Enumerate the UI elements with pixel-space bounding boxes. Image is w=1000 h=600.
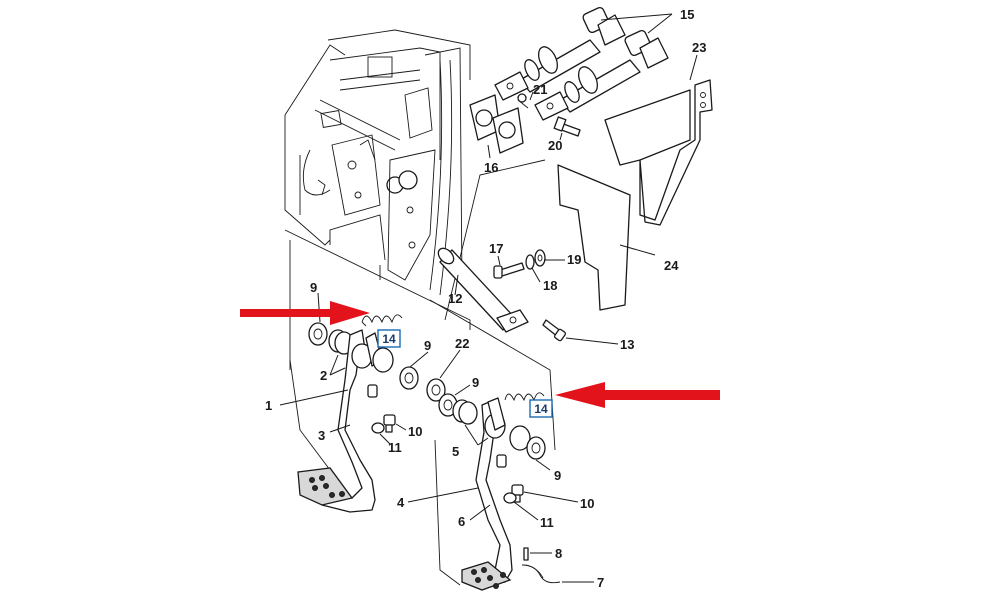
washer-9-left [399, 366, 419, 390]
pin-8 [523, 547, 529, 561]
bushing-right-inner [509, 425, 531, 451]
callout-16: 16 [484, 160, 498, 175]
nut-19 [534, 249, 546, 267]
master-cylinders [494, 6, 669, 121]
callout-14-left: 14 [382, 332, 396, 346]
callout-20: 20 [548, 138, 562, 153]
stud-left [367, 384, 378, 398]
bolt-13 [542, 319, 567, 342]
callout-19: 19 [567, 252, 581, 267]
callout-6: 6 [458, 514, 465, 529]
nut-11-left [371, 422, 385, 434]
bushing-9-left-inner [372, 347, 394, 373]
callout-13: 13 [620, 337, 634, 352]
shaft-12 [437, 247, 529, 333]
callout-14-right: 14 [534, 402, 548, 416]
leader-lines [279, 13, 698, 583]
highlight-box-left: 14 [377, 329, 401, 348]
pedal-arm-6 [464, 397, 513, 586]
pad-left [297, 467, 354, 506]
callout-labels: 15 23 21 20 16 24 17 19 18 12 13 9 2 1 3… [265, 7, 706, 590]
washer-9-left-outer [308, 322, 328, 346]
callout-4: 4 [397, 495, 405, 510]
washer-22 [426, 378, 446, 402]
arrow-right-pointing [240, 301, 370, 325]
master-cylinder-lower [534, 29, 669, 121]
spring-14-left [361, 314, 403, 327]
arrow-left-pointing [555, 382, 720, 408]
left-pedal-assembly [297, 314, 446, 513]
flange-plates-16 [469, 94, 524, 154]
clip-21 [517, 93, 529, 109]
callout-17: 17 [489, 241, 503, 256]
spring-14-right [504, 392, 545, 402]
callout-8: 8 [555, 546, 562, 561]
stud-right [496, 454, 507, 468]
washer-9-right-outer [526, 436, 546, 460]
callout-18: 18 [543, 278, 557, 293]
callout-9-middle: 9 [424, 338, 431, 353]
callout-15: 15 [680, 7, 694, 22]
callout-21: 21 [533, 82, 547, 97]
bolt-10-left [383, 414, 396, 433]
callout-10-right: 10 [580, 496, 594, 511]
callout-22: 22 [455, 336, 469, 351]
callout-3: 3 [318, 428, 325, 443]
callout-10-left: 10 [408, 424, 422, 439]
master-cylinder-upper [494, 6, 626, 101]
bolt-20 [553, 116, 581, 137]
bushing-5 [452, 399, 478, 425]
callout-11-right: 11 [540, 515, 554, 530]
callout-9-right-bottom: 9 [554, 468, 561, 483]
callout-1: 1 [265, 398, 272, 413]
callout-7: 7 [597, 575, 604, 590]
callout-9-top-left: 9 [310, 280, 317, 295]
pad-right [461, 561, 512, 591]
callout-12: 12 [448, 291, 462, 306]
callout-5: 5 [452, 444, 459, 459]
callout-9-right-top: 9 [472, 375, 479, 390]
callout-11-left: 11 [388, 440, 402, 455]
callout-2: 2 [320, 368, 327, 383]
callout-24: 24 [664, 258, 679, 273]
plate-24 [557, 164, 631, 311]
washer-18 [525, 254, 535, 270]
right-pedal-assembly [438, 392, 561, 591]
bolt-17 [493, 262, 525, 279]
highlight-box-right: 14 [529, 399, 553, 418]
rod-7 [521, 564, 561, 584]
nut-11-right [503, 492, 517, 504]
bracket-23 [604, 79, 713, 226]
chassis-frame [284, 29, 471, 296]
callout-23: 23 [692, 40, 706, 55]
